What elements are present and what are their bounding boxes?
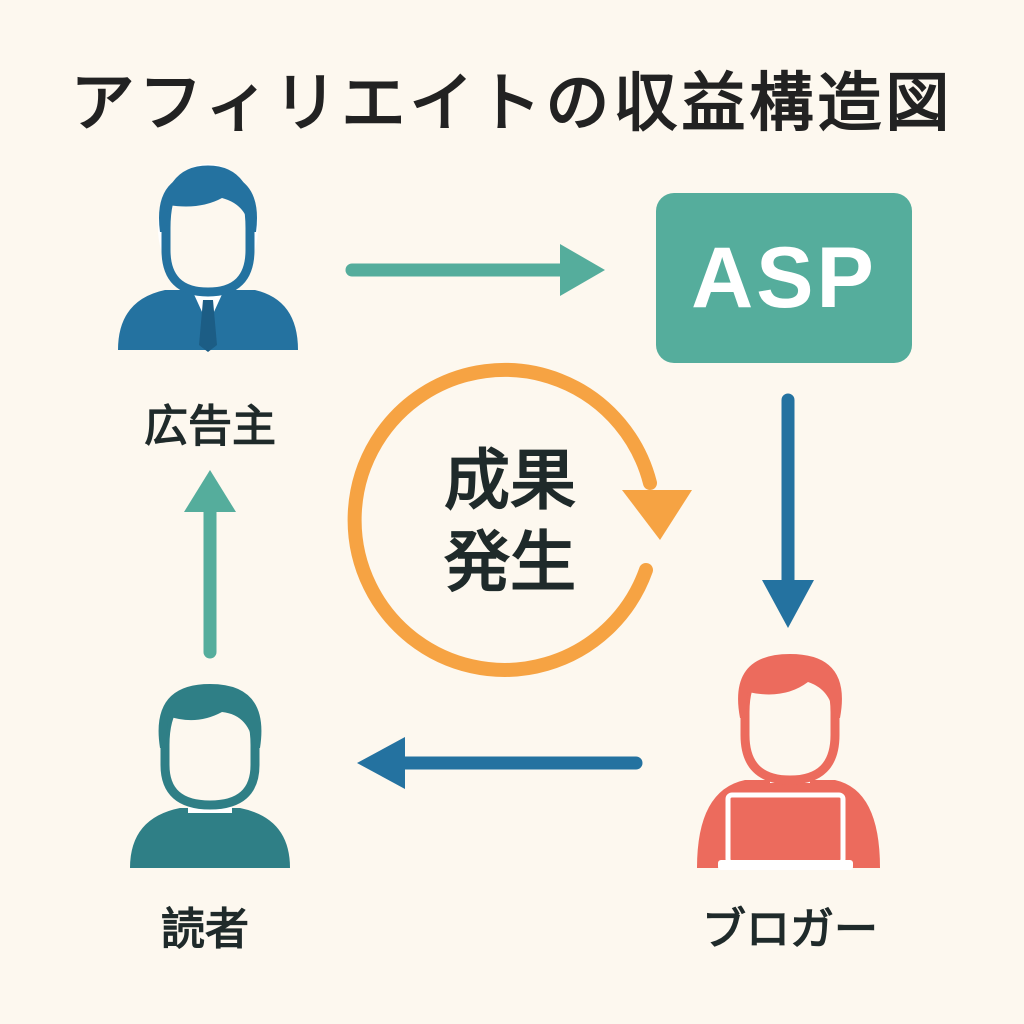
asp-label: ASP	[691, 229, 877, 326]
advertiser-label: 広告主	[144, 401, 276, 452]
result-text-line2: 発生	[444, 524, 576, 601]
blogger-label: ブロガー	[702, 904, 878, 955]
result-text-line1: 成果	[444, 442, 576, 519]
arrow-advertiser-to-asp	[345, 244, 605, 296]
circular-arrow-icon	[347, 362, 692, 677]
arrow-blogger-to-reader	[357, 737, 643, 789]
reader-label: 読者	[161, 904, 249, 955]
diagram-title: アフィリエイトの収益構造図	[70, 67, 954, 141]
arrow-asp-to-blogger	[762, 393, 814, 628]
asp-box: ASP	[656, 193, 912, 363]
result-text: 成果 発生	[400, 440, 620, 604]
businessman-icon	[118, 164, 298, 352]
person-icon	[130, 684, 290, 868]
arrow-reader-to-advertiser	[184, 470, 236, 659]
person-with-laptop-icon	[697, 654, 880, 870]
